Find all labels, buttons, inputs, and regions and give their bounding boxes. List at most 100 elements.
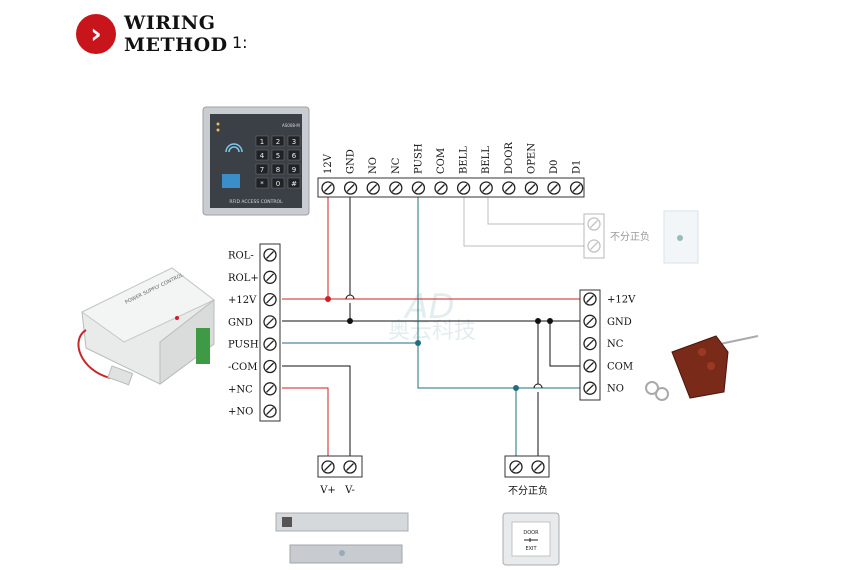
right-terminal-label: COM xyxy=(607,361,633,372)
keypad-key xyxy=(287,149,301,161)
keypad-key-label: # xyxy=(291,180,297,188)
top-terminal-label: 12V xyxy=(323,153,334,174)
terminal-screw xyxy=(263,248,277,262)
top-terminal-label: DOOR xyxy=(504,142,515,174)
terminal-screw xyxy=(263,404,277,418)
top-terminal-label: GND xyxy=(346,149,357,174)
keypad-key xyxy=(255,149,269,161)
terminal-screw xyxy=(583,336,597,351)
button-note: 不分正负 xyxy=(508,484,548,497)
terminal-screw xyxy=(524,181,539,195)
bell-terminal-block xyxy=(583,213,605,259)
keypad-key-label: 2 xyxy=(276,138,280,146)
key-icon xyxy=(524,538,538,542)
top-terminal-label: COM xyxy=(436,148,447,174)
terminal-screw xyxy=(263,382,277,396)
terminal-screw xyxy=(321,181,335,195)
lock-terminal-block xyxy=(317,455,363,478)
button-terminal-block xyxy=(504,455,550,478)
terminal-screw xyxy=(509,460,523,474)
left-terminal-label: +NO xyxy=(228,407,253,418)
keypad-key-label: 1 xyxy=(260,138,264,146)
lock-terminal-label: V+ xyxy=(319,485,336,496)
keypad-key-label: 4 xyxy=(260,152,265,160)
svg-text:EXIT: EXIT xyxy=(525,546,537,552)
left-terminal-label: ROL- xyxy=(228,251,254,262)
terminal-screw xyxy=(587,217,601,231)
power-supply-device: POWER SUPPLY CONTROL xyxy=(77,267,215,386)
keypad-key xyxy=(255,163,269,175)
svg-text:AS008-M: AS008-M xyxy=(282,123,300,128)
keypad-key xyxy=(271,163,285,175)
terminal-screw xyxy=(411,181,426,195)
terminal-screw xyxy=(531,460,545,474)
terminal-screw xyxy=(434,181,448,195)
diagram-number: 1: xyxy=(232,33,248,52)
remote-control-device xyxy=(645,335,759,401)
left-terminal-label: +12V xyxy=(228,295,257,306)
terminal-screw xyxy=(263,337,277,351)
left-terminal-label: -COM xyxy=(228,362,257,373)
terminal-screw xyxy=(263,359,277,374)
keypad-key-label: * xyxy=(260,180,264,188)
top-terminal-label: PUSH xyxy=(413,143,424,174)
terminal-screw xyxy=(343,460,357,474)
terminal-screw xyxy=(569,181,584,195)
terminal-screw xyxy=(502,181,516,195)
left-terminal-label: ROL+ xyxy=(228,273,259,284)
junction-12v xyxy=(325,296,331,302)
bell-note: 不分正负 xyxy=(610,230,650,243)
svg-text:RFID ACCESS CONTROL: RFID ACCESS CONTROL xyxy=(229,199,283,205)
right-terminal-block xyxy=(579,289,601,401)
left-terminal-label: PUSH xyxy=(228,340,259,351)
terminal-screw xyxy=(587,239,601,253)
wire-12v-red xyxy=(327,196,582,300)
terminal-screw xyxy=(343,181,358,195)
keypad-key xyxy=(255,177,269,189)
keypad-key-label: 3 xyxy=(292,138,296,146)
lock-terminal-label: V- xyxy=(344,485,355,496)
terminal-screw xyxy=(583,359,597,373)
bell-image xyxy=(663,210,699,264)
keypad-key-label: 0 xyxy=(276,180,280,188)
right-terminal-label: NC xyxy=(607,339,624,350)
terminal-screw xyxy=(321,460,335,474)
keypad-key xyxy=(271,177,285,189)
keypad-device: AS008-M 1 2 3 4 5 6 7 8 9 * 0 # RFID ACCESS CONTROL xyxy=(202,106,310,216)
keypad-key xyxy=(271,149,285,161)
terminal-screw xyxy=(583,292,597,306)
keypad-key xyxy=(271,135,285,147)
terminal-screw xyxy=(479,181,493,195)
keypad-key xyxy=(255,135,269,147)
keypad-key-label: 5 xyxy=(276,152,280,160)
keypad-key-label: 6 xyxy=(292,152,297,160)
exit-button-device: DOOR EXIT xyxy=(502,512,560,566)
svg-text:DOOR: DOOR xyxy=(523,530,539,536)
right-terminal-label: +12V xyxy=(607,295,636,306)
keypad-key xyxy=(287,163,301,175)
top-terminal-label: NO xyxy=(368,157,379,174)
terminal-screw xyxy=(389,181,403,195)
terminal-screw xyxy=(583,314,597,328)
svg-text:奥云科技: 奥云科技 xyxy=(388,319,476,344)
left-terminal-label: +NC xyxy=(228,384,253,395)
svg-text:AD: AD xyxy=(403,287,454,327)
diagram-title: WIRING METHOD xyxy=(124,12,228,56)
keypad-key-label: 8 xyxy=(276,166,280,174)
terminal-screw xyxy=(547,181,561,195)
terminal-screw xyxy=(583,381,597,395)
terminal-screw xyxy=(263,315,277,329)
right-terminal-label: GND xyxy=(607,317,632,328)
watermark: AD 奥云科技 xyxy=(388,287,476,344)
left-terminal-label: GND xyxy=(228,317,253,328)
keypad-key xyxy=(287,177,301,189)
keypad-key-label: 9 xyxy=(292,166,296,174)
top-terminal-label: BELL xyxy=(481,146,492,174)
terminal-screw xyxy=(263,292,277,307)
rfid-icon xyxy=(225,143,243,153)
keypad-key-label: 7 xyxy=(260,166,264,174)
top-terminal-label: OPEN xyxy=(526,143,537,174)
right-terminal-label: NO xyxy=(607,384,624,395)
keypad-key xyxy=(287,135,301,147)
